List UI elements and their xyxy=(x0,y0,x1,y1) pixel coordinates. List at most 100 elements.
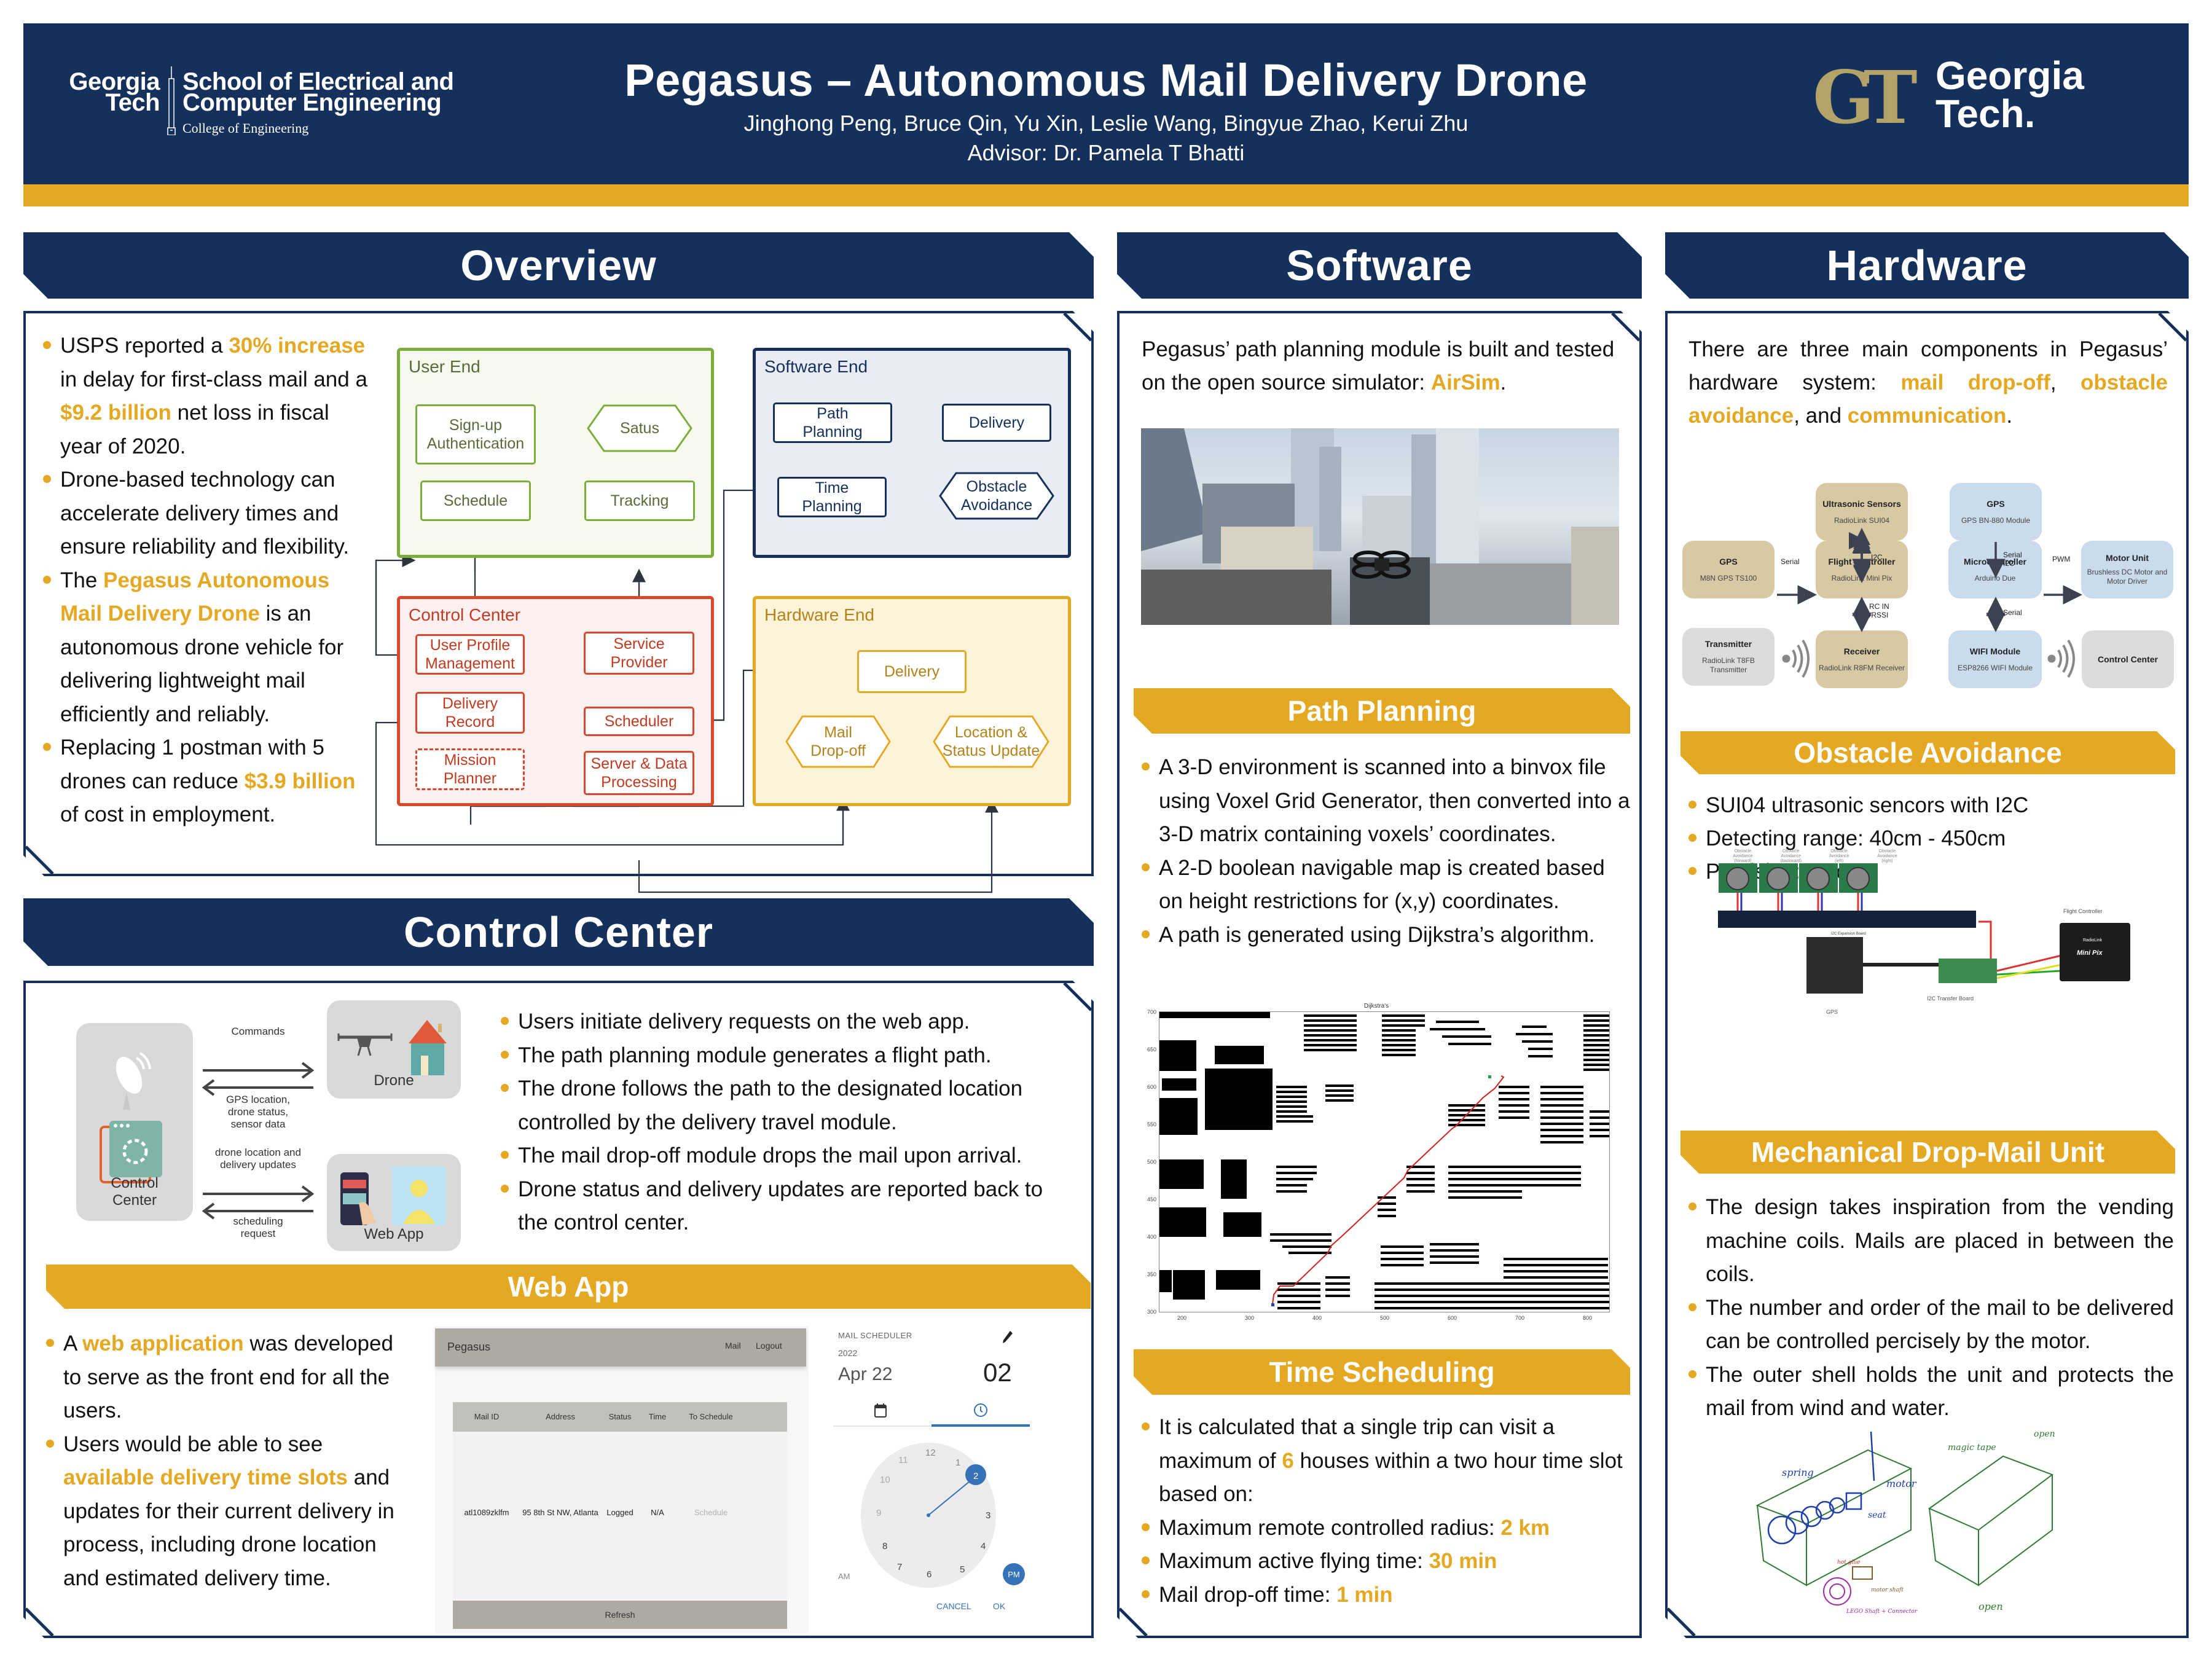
web-app-header: Web App xyxy=(46,1265,1091,1309)
control-center-label: Control Center xyxy=(111,1175,159,1209)
clock-numbers: 12 1 2 3 4 5 6 7 8 9 10 11 xyxy=(876,1448,991,1580)
gps-label: GPS xyxy=(1826,1009,1838,1015)
web-app-bullets: A web application was developed to serve… xyxy=(46,1327,415,1595)
ece-logo-college: College of Engineering xyxy=(182,120,309,136)
dijkstra-plot: Dijkstra's xyxy=(1137,997,1616,1328)
obstacle-wiring-diagram: Obstacle Avoidance (forward) Obstacle Av… xyxy=(1659,707,2212,1106)
drop-mail-bullet: The design takes inspiration from the ve… xyxy=(1688,1191,2174,1292)
scheduler-heading: MAIL SCHEDULER xyxy=(838,1331,912,1340)
drop-mail-bullet: The number and order of the mail to be d… xyxy=(1688,1292,2174,1359)
overview-header: Overview xyxy=(23,232,1094,299)
refresh-button[interactable]: Refresh xyxy=(453,1601,787,1629)
cancel-button[interactable]: CANCEL xyxy=(936,1601,971,1611)
col-address: Address xyxy=(546,1412,575,1421)
web-app-bullet: A web application was developed to serve… xyxy=(46,1327,415,1428)
web-app-icon xyxy=(340,1166,446,1225)
overview-bullet: Replacing 1 postman with 5 drones can re… xyxy=(43,731,375,832)
scheduler-year[interactable]: 2022 xyxy=(838,1348,858,1358)
drop-mail-unit-header: Mechanical Drop-Mail Unit xyxy=(1681,1131,2175,1174)
corner-decoration xyxy=(1610,311,1642,343)
nav-logout-link[interactable]: Logout xyxy=(756,1341,782,1351)
mail-table-header xyxy=(453,1402,787,1432)
software-intro: Pegasus’ path planning module is built a… xyxy=(1142,337,1615,394)
time-scheduling-bullets: It is calculated that a single trip can … xyxy=(1142,1411,1633,1612)
link-serial: Serial xyxy=(1781,557,1800,566)
time-bullet: It is calculated that a single trip can … xyxy=(1142,1411,1633,1512)
obstacle-avoidance-header: Obstacle Avoidance xyxy=(1681,731,2175,774)
clock-tab-icon[interactable] xyxy=(973,1402,988,1418)
mail-scheduler-dialog: MAIL SCHEDULER 2022 Apr 22 02 12 1 2 3 4… xyxy=(833,1326,1036,1633)
drone-label: Drone xyxy=(374,1072,414,1089)
drop-mail-bullet: The outer shell holds the unit and prote… xyxy=(1688,1359,2174,1426)
scheduler-date[interactable]: Apr 22 xyxy=(838,1364,893,1384)
web-app-label: Web App xyxy=(364,1226,424,1242)
ok-button[interactable]: OK xyxy=(993,1601,1006,1611)
cc-bullet: Drone status and delivery updates are re… xyxy=(501,1173,1072,1240)
hw-link-arrows-final xyxy=(1852,534,1872,554)
drone-updates-label: drone location and delivery updates xyxy=(215,1147,301,1171)
plot-area xyxy=(1159,1011,1610,1312)
col-mail-id: Mail ID xyxy=(474,1412,500,1421)
mail-table: Mail ID Address Status Time To Schedule … xyxy=(453,1402,787,1599)
time-bullet: Maximum remote controlled radius: 2 km xyxy=(1142,1512,1633,1545)
clock-face[interactable] xyxy=(858,1441,999,1589)
georgia-tech-logo: GT Georgia Tech. xyxy=(1813,53,2095,143)
control-dashboard-icon xyxy=(100,1121,162,1183)
web-app-brand[interactable]: Pegasus xyxy=(447,1341,491,1353)
transfer-board-label: I2C Transfer Board xyxy=(1927,995,1974,1002)
corner-decoration xyxy=(23,1606,55,1638)
path-bullet: A 3-D environment is scanned into a binv… xyxy=(1142,751,1633,852)
scheduler-hour[interactable]: 02 xyxy=(983,1358,1012,1387)
link-pwm: PWM xyxy=(2052,555,2071,563)
time-scheduling-header: Time Scheduling xyxy=(1134,1349,1630,1395)
overview-bullet: Drone-based technology can accelerate de… xyxy=(43,463,375,564)
corner-decoration xyxy=(1062,311,1094,343)
svg-text:Mini Pix: Mini Pix xyxy=(2077,949,2103,957)
schedule-button[interactable]: Schedule xyxy=(694,1508,728,1517)
calendar-tab-icon[interactable] xyxy=(874,1402,887,1418)
cell-address: 95 8th St NW, Atlanta xyxy=(522,1508,598,1517)
pm-toggle[interactable]: PM xyxy=(1003,1563,1025,1585)
path-planning-header: Path Planning xyxy=(1134,688,1630,734)
svg-text:LEGO Shaft + Connector: LEGO Shaft + Connector xyxy=(1846,1609,1918,1615)
obstacle-bullet: Detecting range: 40cm - 450cm xyxy=(1688,822,2168,855)
cc-arrows xyxy=(202,1062,315,1220)
web-app-bullet: Users would be able to see available del… xyxy=(46,1428,415,1596)
cc-bullet: Users initiate delivery requests on the … xyxy=(501,1005,1072,1039)
col-to-schedule: To Schedule xyxy=(689,1412,733,1421)
svg-text:I2C Expansion Board: I2C Expansion Board xyxy=(1831,932,1866,936)
col-time: Time xyxy=(648,1412,667,1421)
gt-wordmark: Georgia Tech. xyxy=(1936,53,2084,136)
time-bullet: Maximum active flying time: 30 min xyxy=(1142,1545,1633,1579)
hw-conn xyxy=(1861,541,1863,542)
edit-pencil-icon[interactable] xyxy=(1002,1330,1014,1344)
gold-stripe xyxy=(23,184,2189,206)
scheduling-request-label: scheduling request xyxy=(233,1215,283,1239)
corner-decoration xyxy=(23,844,55,876)
cc-bullet: The path planning module generates a fli… xyxy=(501,1039,1072,1073)
hardware-intro: There are three main components in Pegas… xyxy=(1688,337,2168,428)
title-banner xyxy=(23,23,2189,184)
svg-text:seat: seat xyxy=(1868,1510,1886,1520)
drop-mail-sketch: spring motor seat magic tape open open h… xyxy=(1755,1429,2055,1615)
overview-bullet: The Pegasus Autonomous Mail Delivery Dro… xyxy=(43,564,375,732)
nav-mail-link[interactable]: Mail xyxy=(725,1341,741,1351)
gps-status-label: GPS location, drone status, sensor data xyxy=(226,1094,290,1130)
control-center-header: Control Center xyxy=(23,898,1094,966)
cc-bullet: The mail drop-off module drops the mail … xyxy=(501,1139,1072,1173)
sensor-labels: Obstacle Avoidance (forward) Obstacle Av… xyxy=(1733,849,1897,863)
tech-tower-icon xyxy=(167,66,176,135)
time-bullet: Mail drop-off time: 1 min xyxy=(1142,1579,1633,1612)
am-toggle[interactable]: AM xyxy=(838,1572,850,1581)
cell-status: Logged xyxy=(606,1508,633,1517)
active-tab-indicator xyxy=(931,1424,1030,1427)
block-control-center: Control Center xyxy=(2082,630,2174,688)
advisor: Advisor: Dr. Pamela T Bhatti xyxy=(967,140,1245,165)
link-i2c: I2C xyxy=(1871,553,1883,562)
